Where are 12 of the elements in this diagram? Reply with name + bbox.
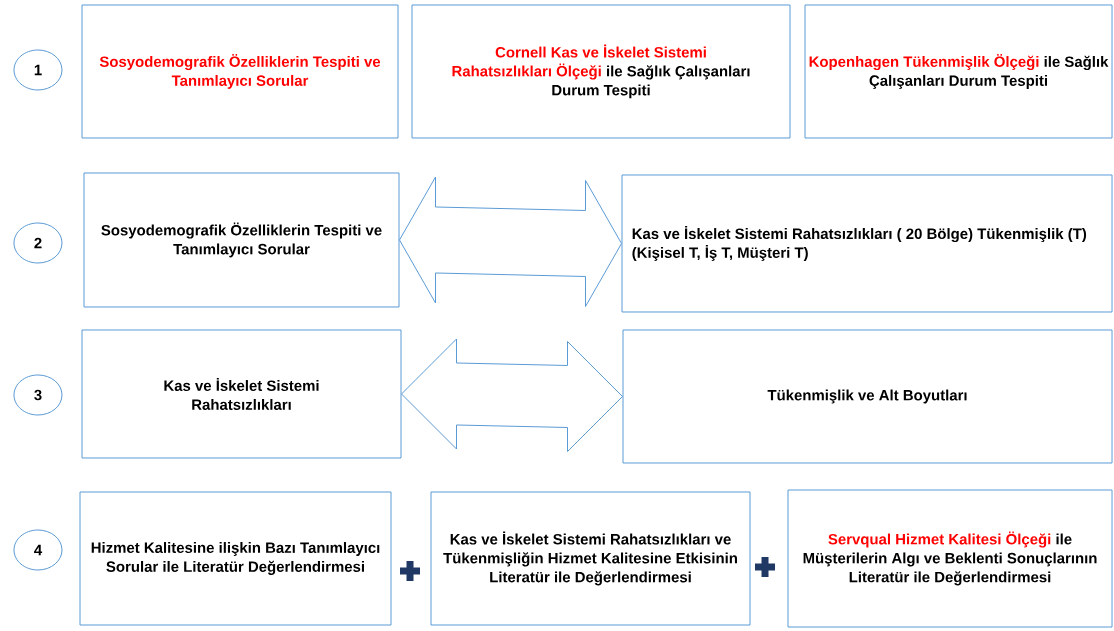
text-box: Cornell Kas ve İskelet Sistemi Rahatsızlıkları Ölçeği ile Sağlık Çalışanları Durum Tespiti <box>411 4 791 139</box>
text-box: Tükenmişlik ve Alt Boyutları <box>622 329 1113 464</box>
text-box: Kas ve İskelet Sistemi Rahatsızlıkları ( 20 Bölge) Tükenmişlik (T) (Kişisel T, İş T, Müşteri T) <box>621 174 1113 313</box>
text-box: Kopenhagen Tükenmişlik Ölçeği ile Sağlık Çalışanları Durum Tespiti <box>804 4 1113 139</box>
text-box: Kas ve İskelet Sistemi Rahatsızlıkları <box>81 329 402 459</box>
text-box: Hizmet Kalitesine ilişkin Bazı Tanımlayıcı Sorular ile Literatür Değerlendirmesi <box>79 491 392 626</box>
text-box: Kas ve İskelet Sistemi Rahatsızlıkları ve Tükenmişliğin Hizmet Kalitesine Etkisinin Literatür ile Değerlendirmesi <box>430 491 751 626</box>
text-box: Sosyodemografik Özelliklerin Tespiti ve Tanımlayıcı Sorular <box>83 172 400 308</box>
text-box: Servqual Hizmet Kalitesi Ölçeği ile Müşterilerin Algı ve Beklenti Sonuçlarının Literatür ile Değerlendirmesi <box>787 489 1113 628</box>
text-box: Sosyodemografik Özelliklerin Tespiti ve Tanımlayıcı Sorular <box>81 4 399 139</box>
double-arrow <box>399 176 622 307</box>
double-arrow <box>401 338 623 452</box>
